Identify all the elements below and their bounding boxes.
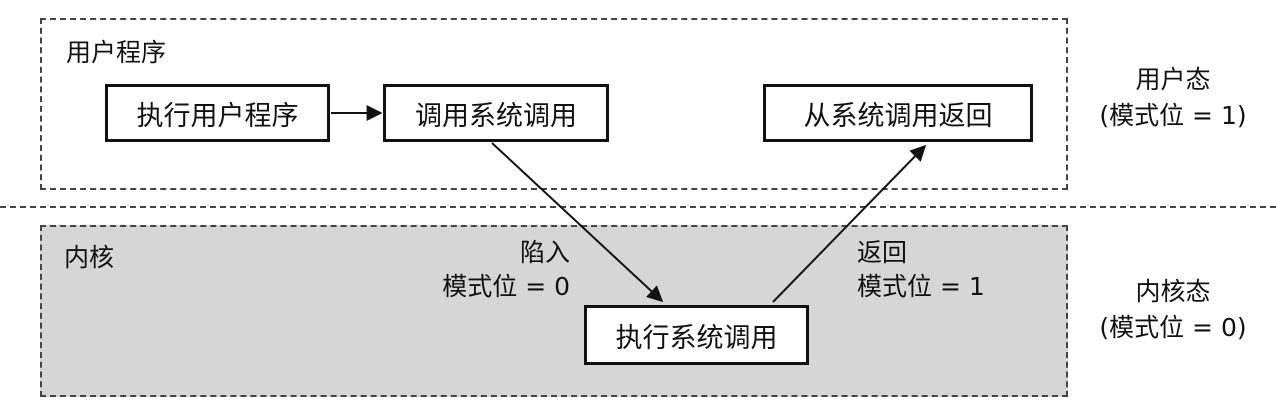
return-mode-text: 模式位 = 1	[857, 272, 985, 301]
box-exec-user-program: 执行用户程序	[105, 84, 330, 142]
kernel-label: 内核	[64, 243, 115, 272]
return-text: 返回	[857, 238, 908, 267]
kernel-mode-label: 内核态 (模式位 = 0)	[1083, 274, 1263, 346]
trap-mode-text: 模式位 = 0	[442, 272, 570, 301]
user-mode-label: 用户态 (模式位 = 1)	[1083, 62, 1263, 134]
kernel-mode-title: 内核态	[1135, 277, 1211, 306]
mode-divider-line	[0, 206, 1276, 208]
return-annotation: 返回 模式位 = 1	[857, 236, 985, 304]
trap-annotation: 陷入 模式位 = 0	[422, 236, 570, 304]
user-mode-bit: (模式位 = 1)	[1099, 101, 1247, 130]
user-mode-title: 用户态	[1135, 65, 1211, 94]
trap-text: 陷入	[519, 238, 570, 267]
kernel-mode-bit: (模式位 = 0)	[1099, 313, 1247, 342]
user-program-label: 用户程序	[66, 38, 167, 67]
box-call-system-call: 调用系统调用	[383, 84, 609, 142]
box-return-from-system-call: 从系统调用返回	[763, 84, 1033, 142]
box-exec-system-call: 执行系统调用	[584, 305, 809, 365]
